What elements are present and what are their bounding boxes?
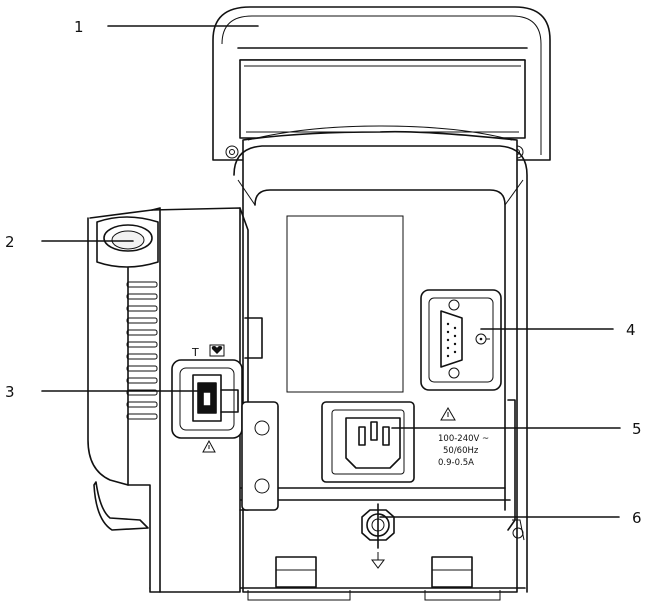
callout-number-4: 4 xyxy=(626,321,636,339)
callout-number-6: 6 xyxy=(632,509,642,527)
network-connector xyxy=(420,289,502,391)
network-icon xyxy=(475,333,490,345)
power-rating-voltage: 100-240V ~ xyxy=(438,434,489,444)
handle xyxy=(212,6,551,161)
callout-number-1: 1 xyxy=(74,18,84,36)
power-rating-current: 0.9-0.5A xyxy=(438,458,474,468)
sync-symbol-t: T xyxy=(191,346,199,359)
power-rating-frequency: 50/60Hz xyxy=(443,446,479,456)
defibrillator-sync-connector xyxy=(171,359,279,511)
warning-icon xyxy=(202,439,216,453)
heart-icon xyxy=(209,344,225,357)
ground-icon xyxy=(371,552,385,569)
ac-power-inlet xyxy=(321,401,415,483)
callout-leaders xyxy=(41,25,621,518)
callout-number-3: 3 xyxy=(5,383,15,401)
warning-icon xyxy=(440,407,456,421)
rear-housing xyxy=(149,125,528,601)
vent-slots xyxy=(126,281,158,420)
callout-number-5: 5 xyxy=(632,420,642,438)
callout-number-2: 2 xyxy=(5,233,15,251)
module-release-latch xyxy=(96,216,159,268)
